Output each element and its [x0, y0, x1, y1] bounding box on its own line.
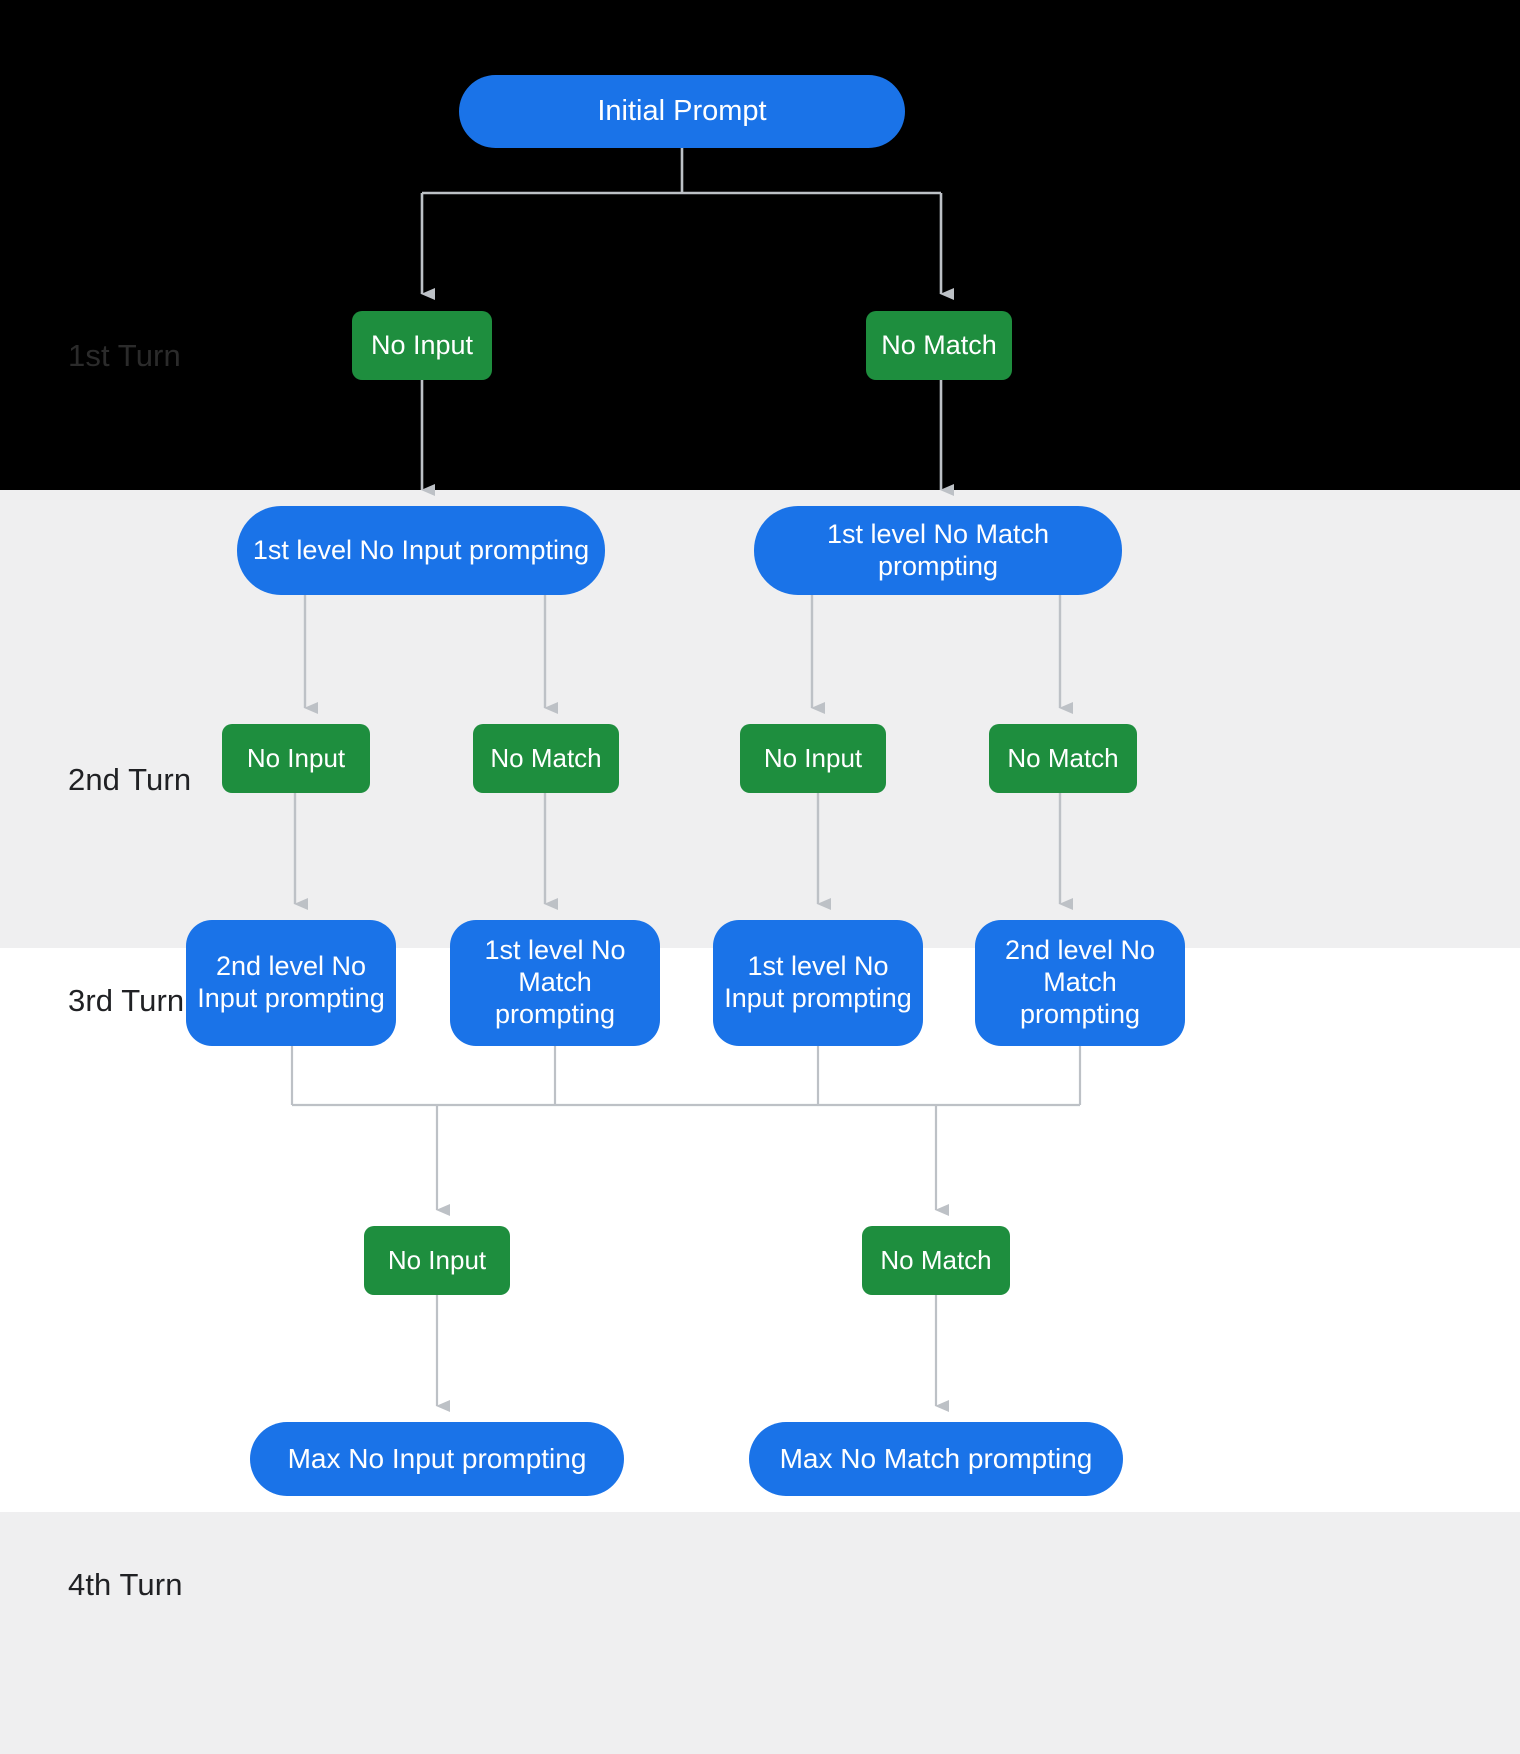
node-turn4-max-no-match-prompting-label: Max No Match prompting	[779, 1443, 1093, 1475]
node-initial-prompt[interactable]: Initial Prompt	[459, 75, 905, 148]
node-turn2-no-match-b[interactable]: No Match	[989, 724, 1137, 793]
node-turn3-first-level-no-input-prompting[interactable]: 1st level No Input prompting	[713, 920, 923, 1046]
node-turn2-no-input-a[interactable]: No Input	[222, 724, 370, 793]
node-turn2-first-level-no-match-prompting-label: 1st level No Match prompting	[826, 518, 1050, 581]
node-turn3-second-level-no-input-prompting-label: 2nd level No Input prompting	[197, 951, 385, 1013]
turn-band-1	[0, 0, 1520, 490]
node-turn3-first-level-no-match-prompting[interactable]: 1st level No Match prompting	[450, 920, 660, 1046]
node-turn4-max-no-match-prompting[interactable]: Max No Match prompting	[749, 1422, 1123, 1496]
turn-band-4	[0, 1512, 1520, 1754]
node-turn1-no-match-label: No Match	[881, 329, 997, 360]
turn-label-3rd: 3rd Turn	[68, 983, 185, 1018]
node-turn1-no-input-label: No Input	[370, 329, 474, 360]
node-turn2-first-level-no-match-prompting[interactable]: 1st level No Match prompting	[754, 506, 1122, 595]
node-turn3-no-input[interactable]: No Input	[364, 1226, 510, 1295]
turn-label-2nd: 2nd Turn	[68, 762, 192, 797]
node-turn3-first-level-no-match-prompting-label: 1st level No Match prompting	[484, 935, 626, 1029]
node-turn3-second-level-no-match-prompting[interactable]: 2nd level No Match prompting	[975, 920, 1185, 1046]
node-turn3-first-level-no-input-prompting-label: 1st level No Input prompting	[724, 951, 912, 1013]
node-turn2-no-input-b[interactable]: No Input	[740, 724, 886, 793]
node-turn2-no-match-a[interactable]: No Match	[473, 724, 619, 793]
turn-label-1st: 1st Turn	[68, 338, 181, 373]
node-turn4-max-no-input-prompting-label: Max No Input prompting	[287, 1443, 587, 1475]
node-turn3-second-level-no-input-prompting[interactable]: 2nd level No Input prompting	[186, 920, 396, 1046]
node-turn3-no-match-label: No Match	[880, 1245, 992, 1276]
node-turn2-no-match-b-label: No Match	[1007, 743, 1119, 774]
node-turn1-no-match[interactable]: No Match	[866, 311, 1012, 380]
node-turn3-no-input-label: No Input	[387, 1245, 487, 1276]
node-turn2-first-level-no-input-prompting-label: 1st level No Input prompting	[252, 534, 590, 565]
node-turn4-max-no-input-prompting[interactable]: Max No Input prompting	[250, 1422, 624, 1496]
node-turn3-no-match[interactable]: No Match	[862, 1226, 1010, 1295]
node-turn2-no-match-a-label: No Match	[490, 743, 602, 774]
node-turn2-no-input-a-label: No Input	[246, 743, 346, 774]
node-turn2-first-level-no-input-prompting[interactable]: 1st level No Input prompting	[237, 506, 605, 595]
node-turn1-no-input[interactable]: No Input	[352, 311, 492, 380]
node-turn2-no-input-b-label: No Input	[763, 743, 863, 774]
node-turn3-second-level-no-match-prompting-label: 2nd level No Match prompting	[1004, 935, 1156, 1029]
node-initial-prompt-label: Initial Prompt	[597, 95, 767, 128]
turn-label-4th: 4th Turn	[68, 1567, 183, 1602]
